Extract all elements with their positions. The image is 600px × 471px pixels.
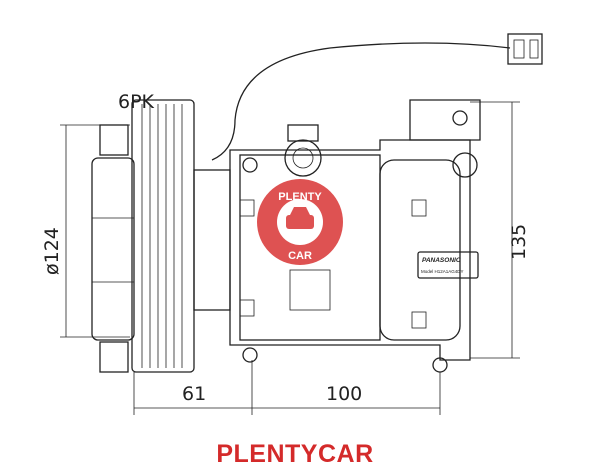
label-model: Model H12A1AG4DY [421, 269, 464, 274]
dimension-lines [60, 101, 520, 415]
footer-brand: PLENTYCAR [216, 440, 374, 468]
diameter-label: ø124 [41, 227, 63, 275]
pulley [91, 99, 231, 373]
height-label: 135 [508, 224, 530, 260]
electrical-connector [507, 33, 543, 65]
label-brand: PANASONIC [422, 257, 461, 264]
watermark-logo: PLENTY CAR [257, 179, 343, 265]
length-label: 100 [326, 383, 362, 405]
watermark-top-text: PLENTY [278, 191, 322, 203]
compressor-body [229, 99, 481, 373]
label-plate: PANASONIC Model H12A1AG4DY [417, 251, 479, 279]
watermark-bottom-text: CAR [288, 250, 312, 262]
offset-label: 61 [182, 383, 206, 405]
cable [211, 42, 511, 161]
belt-label: 6PK [118, 91, 155, 113]
